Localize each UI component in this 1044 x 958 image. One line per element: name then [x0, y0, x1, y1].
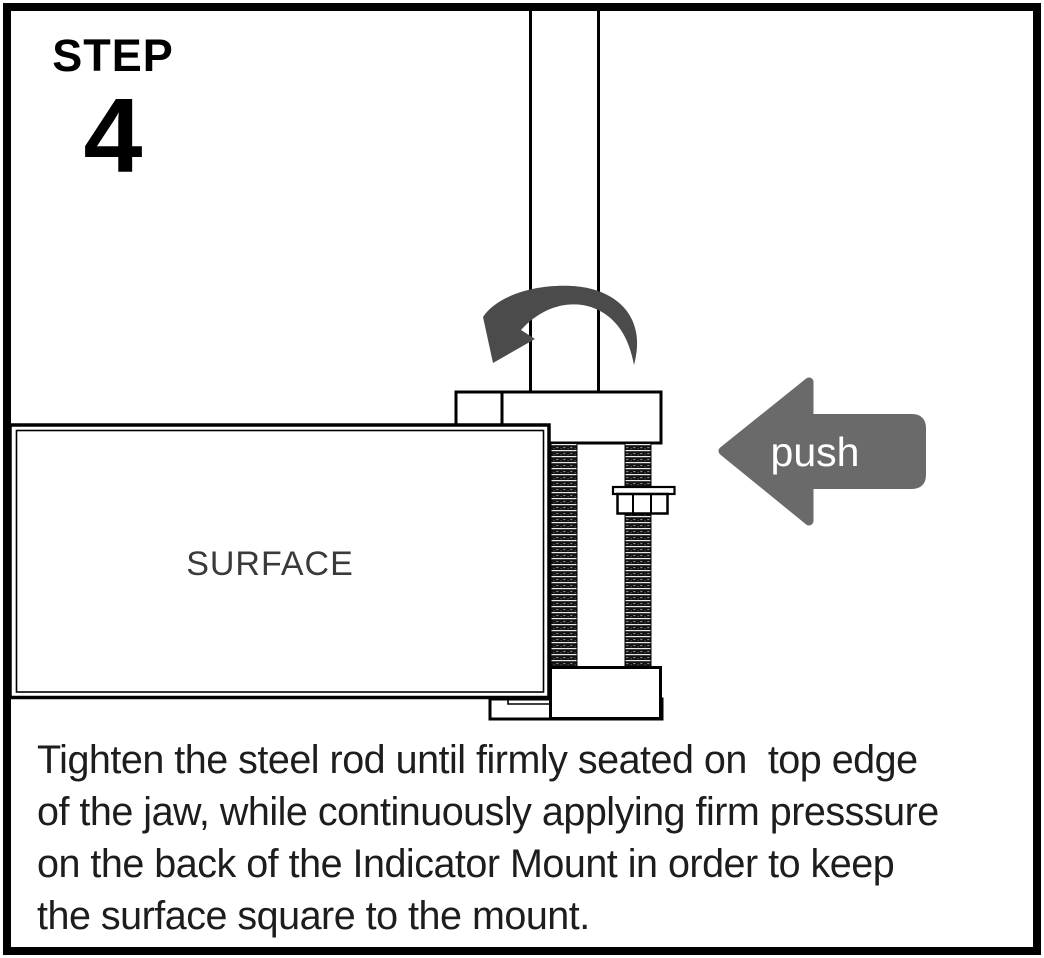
- threaded-rod-left: [550, 442, 578, 669]
- surface-label: SURFACE: [186, 545, 354, 583]
- mount-top-block-notch: [454, 390, 504, 427]
- instruction-text: Tighten the steel rod until firmly seate…: [37, 734, 1022, 942]
- step-number: 4: [83, 77, 143, 195]
- steel-rod: [529, 11, 600, 393]
- push-left-arrow-icon: [718, 377, 926, 526]
- page-frame-border: [3, 3, 1041, 955]
- push-label: push: [770, 429, 860, 475]
- rotate-counterclockwise-arrow-icon: [483, 285, 638, 365]
- instruction-line: of the jaw, while continuously applying …: [37, 790, 939, 834]
- threaded-rod-right: [624, 442, 652, 669]
- step-heading: STEP 4: [30, 30, 196, 195]
- clamp-nut: [611, 485, 676, 515]
- surface-bar: [8, 423, 551, 700]
- step-label: STEP: [52, 30, 174, 81]
- mount-bottom-jaw: [488, 666, 664, 721]
- instruction-line: Tighten the steel rod until firmly seate…: [37, 738, 918, 782]
- instruction-line: on the back of the Indicator Mount in or…: [37, 842, 895, 886]
- instruction-line: the surface square to the mount.: [37, 894, 590, 938]
